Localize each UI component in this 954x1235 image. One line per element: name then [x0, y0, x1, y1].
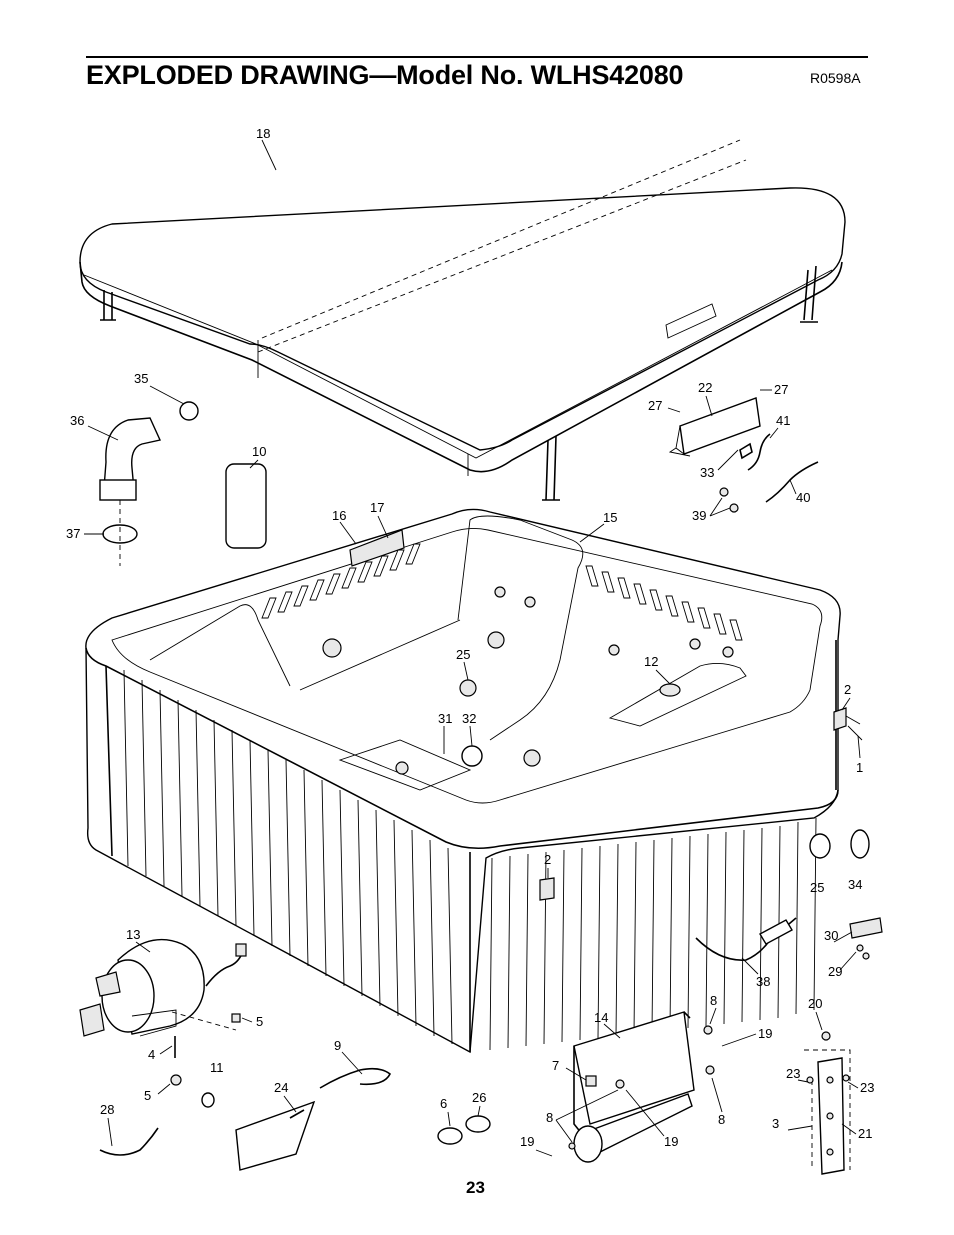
page-title: EXPLODED DRAWING—Model No. WLHS42080 [86, 60, 684, 90]
small-hardware [99, 829, 883, 1171]
callout-31: 31 [438, 711, 452, 726]
callout-8c: 8 [718, 1112, 725, 1127]
callout-9: 9 [334, 1038, 341, 1053]
callout-36: 36 [70, 413, 84, 428]
callout-40: 40 [796, 490, 810, 505]
callout-11: 11 [210, 1060, 224, 1075]
callout-22: 22 [698, 380, 712, 395]
pump-motor [79, 938, 247, 1037]
vent-slots-left [261, 543, 743, 641]
callout-13: 13 [126, 927, 140, 942]
callout-4: 4 [148, 1047, 155, 1062]
callout-41: 41 [776, 413, 790, 428]
jets [322, 529, 734, 775]
callout-7: 7 [552, 1058, 559, 1073]
callout-1: 1 [856, 760, 863, 775]
callout-34: 34 [848, 877, 862, 892]
spa-shell [85, 508, 863, 1054]
spa-cover [79, 139, 846, 501]
callout-8b: 8 [546, 1110, 553, 1125]
callout-2a: 2 [844, 682, 851, 697]
callout-25b: 25 [810, 880, 824, 895]
callout-29: 29 [828, 964, 842, 979]
callout-17: 17 [370, 500, 384, 515]
callout-19b: 19 [520, 1134, 534, 1149]
spring-dowel-parts [99, 401, 267, 566]
callout-23a: 23 [786, 1066, 800, 1081]
callout-30: 30 [824, 928, 838, 943]
callout-18: 18 [256, 126, 270, 141]
callout-8a: 8 [710, 993, 717, 1008]
callout-19c: 19 [664, 1134, 678, 1149]
callout-21: 21 [858, 1126, 872, 1141]
callout-39: 39 [692, 508, 706, 523]
page-number: 23 [466, 1178, 485, 1197]
callout-37: 37 [66, 526, 80, 541]
leader-lines [84, 139, 861, 1157]
callout-26: 26 [472, 1090, 486, 1105]
callout-16: 16 [332, 508, 346, 523]
control-box [568, 1011, 715, 1163]
callout-35: 35 [134, 371, 148, 386]
callout-33: 33 [700, 465, 714, 480]
callout-14: 14 [594, 1010, 608, 1025]
heater-cable-box [668, 397, 761, 460]
callout-27a: 27 [648, 398, 662, 413]
callout-2b: 2 [544, 852, 551, 867]
callout-24: 24 [274, 1080, 288, 1095]
callout-20: 20 [808, 996, 822, 1011]
callout-labels: 18 35 36 37 10 16 17 15 22 27 27 41 33 4… [66, 126, 874, 1149]
callout-12: 12 [644, 654, 658, 669]
cabinet-siding [123, 669, 817, 1051]
callout-23b: 23 [860, 1080, 874, 1095]
callout-28: 28 [100, 1102, 114, 1117]
callout-27b: 27 [774, 382, 788, 397]
mounting-bracket [804, 1031, 851, 1175]
hose-41 [747, 433, 771, 471]
callout-10: 10 [252, 444, 266, 459]
callout-25a: 25 [456, 647, 470, 662]
callout-3: 3 [772, 1116, 779, 1131]
header-rule [86, 56, 868, 58]
callout-5b: 5 [144, 1088, 151, 1103]
callout-5a: 5 [256, 1014, 263, 1029]
callout-15: 15 [603, 510, 617, 525]
callout-6: 6 [440, 1096, 447, 1111]
callout-32: 32 [462, 711, 476, 726]
callout-19a: 19 [758, 1026, 772, 1041]
drawing-code: R0598A [810, 70, 861, 86]
callout-38: 38 [756, 974, 770, 989]
